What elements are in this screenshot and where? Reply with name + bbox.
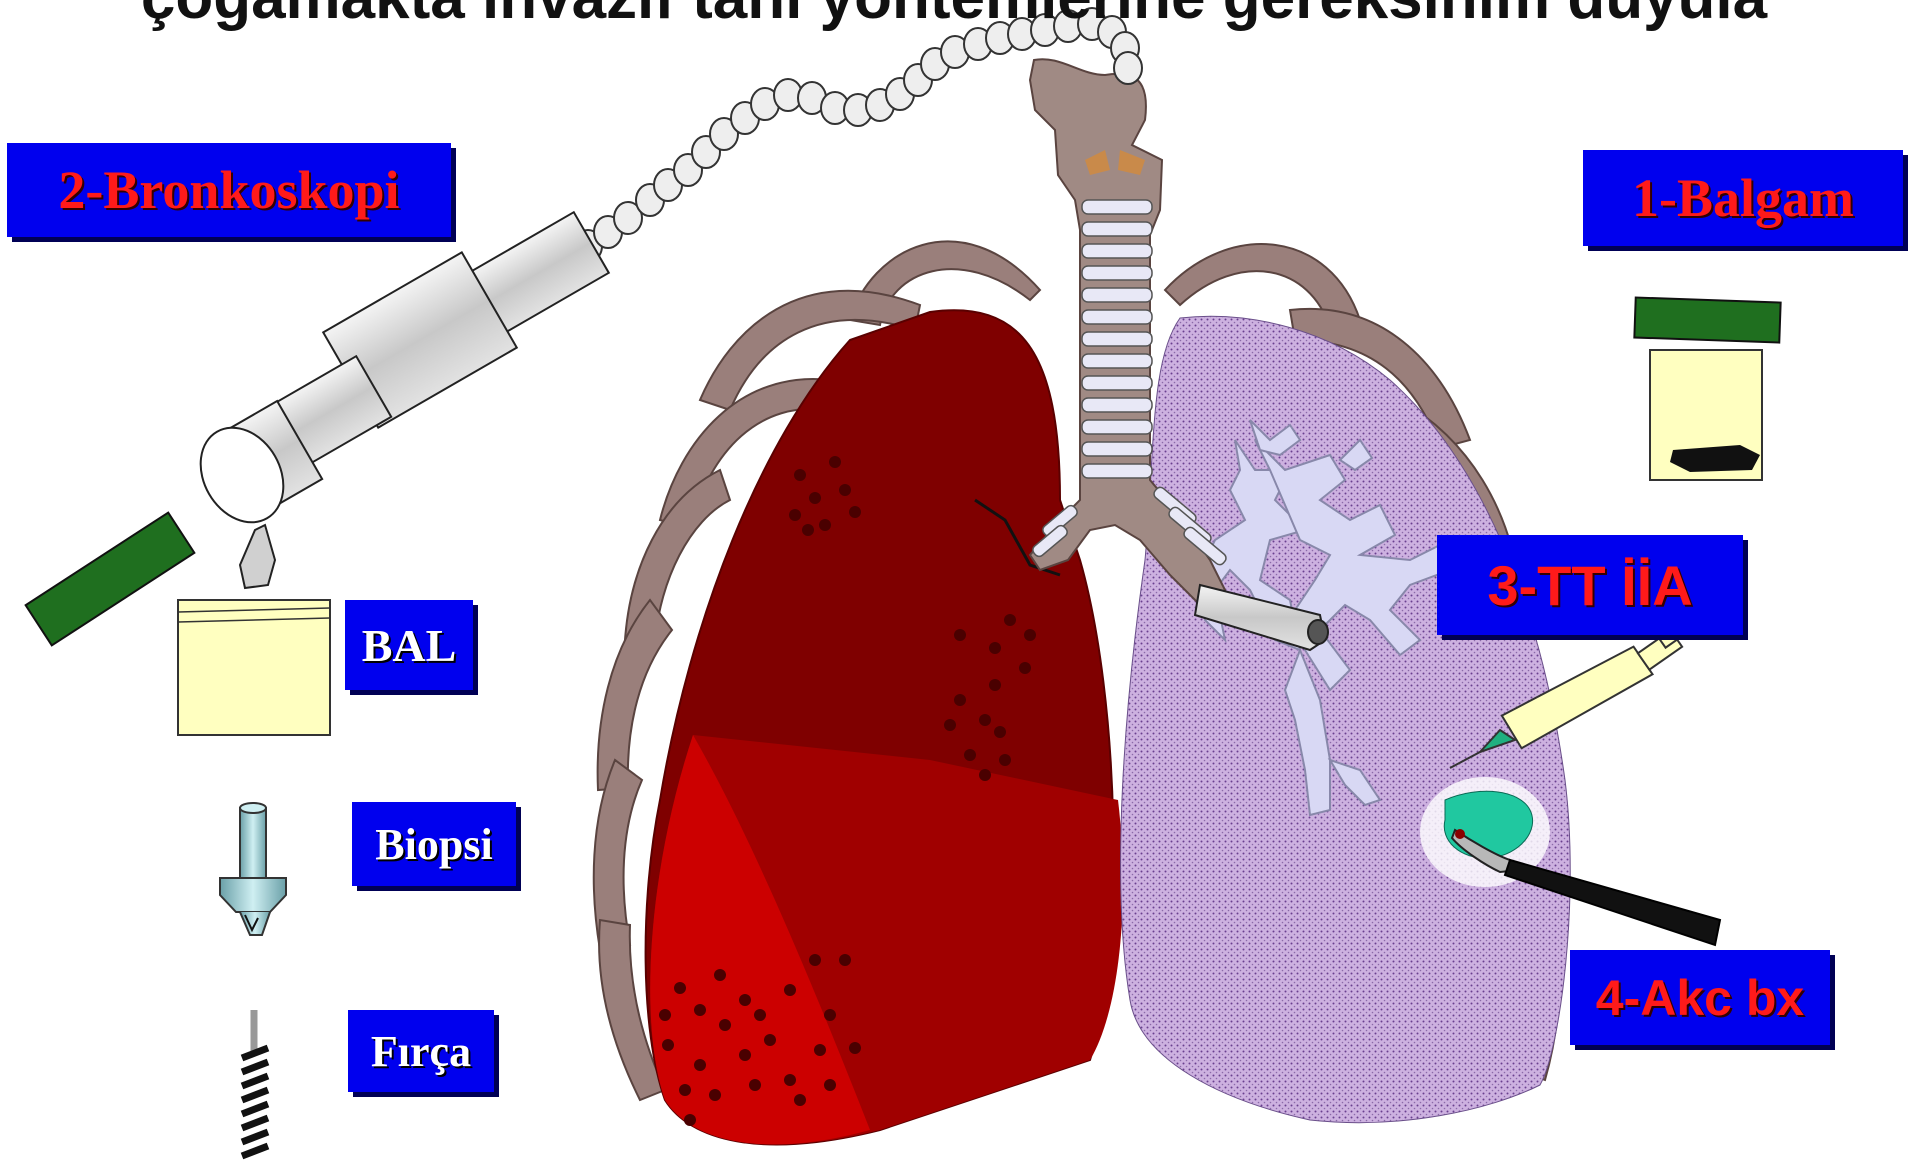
label-tt-iia-text: 3-TT İİA bbox=[1487, 553, 1692, 618]
label-balgam: 1-Balgam bbox=[1583, 150, 1903, 246]
label-bronkoskopi-text: 2-Bronkoskopi bbox=[58, 159, 399, 221]
label-akc-bx-text: 4-Akc bx bbox=[1596, 969, 1804, 1027]
label-bal-text: BAL bbox=[362, 619, 457, 672]
label-biopsi-text: Biopsi bbox=[375, 819, 492, 870]
label-balgam-text: 1-Balgam bbox=[1632, 167, 1854, 229]
brush-icon bbox=[242, 1010, 268, 1156]
label-biopsi: Biopsi bbox=[352, 802, 516, 886]
right-lung bbox=[1121, 316, 1571, 1122]
label-tt-iia: 3-TT İİA bbox=[1437, 535, 1743, 635]
label-firca: Fırça bbox=[348, 1010, 494, 1092]
bal-container-icon bbox=[178, 600, 330, 735]
bronchoscope-icon bbox=[184, 212, 609, 588]
label-bal: BAL bbox=[345, 600, 473, 690]
label-bronkoskopi: 2-Bronkoskopi bbox=[7, 143, 451, 237]
sputum-container-icon bbox=[1634, 297, 1780, 480]
bal-cap-icon bbox=[26, 513, 195, 646]
biopsy-forceps-icon bbox=[220, 803, 286, 935]
page-title: çoğamakta invazif tanı yöntemlerine gere… bbox=[0, 0, 1908, 33]
label-firca-text: Fırça bbox=[371, 1026, 471, 1077]
label-akc-bx: 4-Akc bx bbox=[1570, 950, 1830, 1045]
